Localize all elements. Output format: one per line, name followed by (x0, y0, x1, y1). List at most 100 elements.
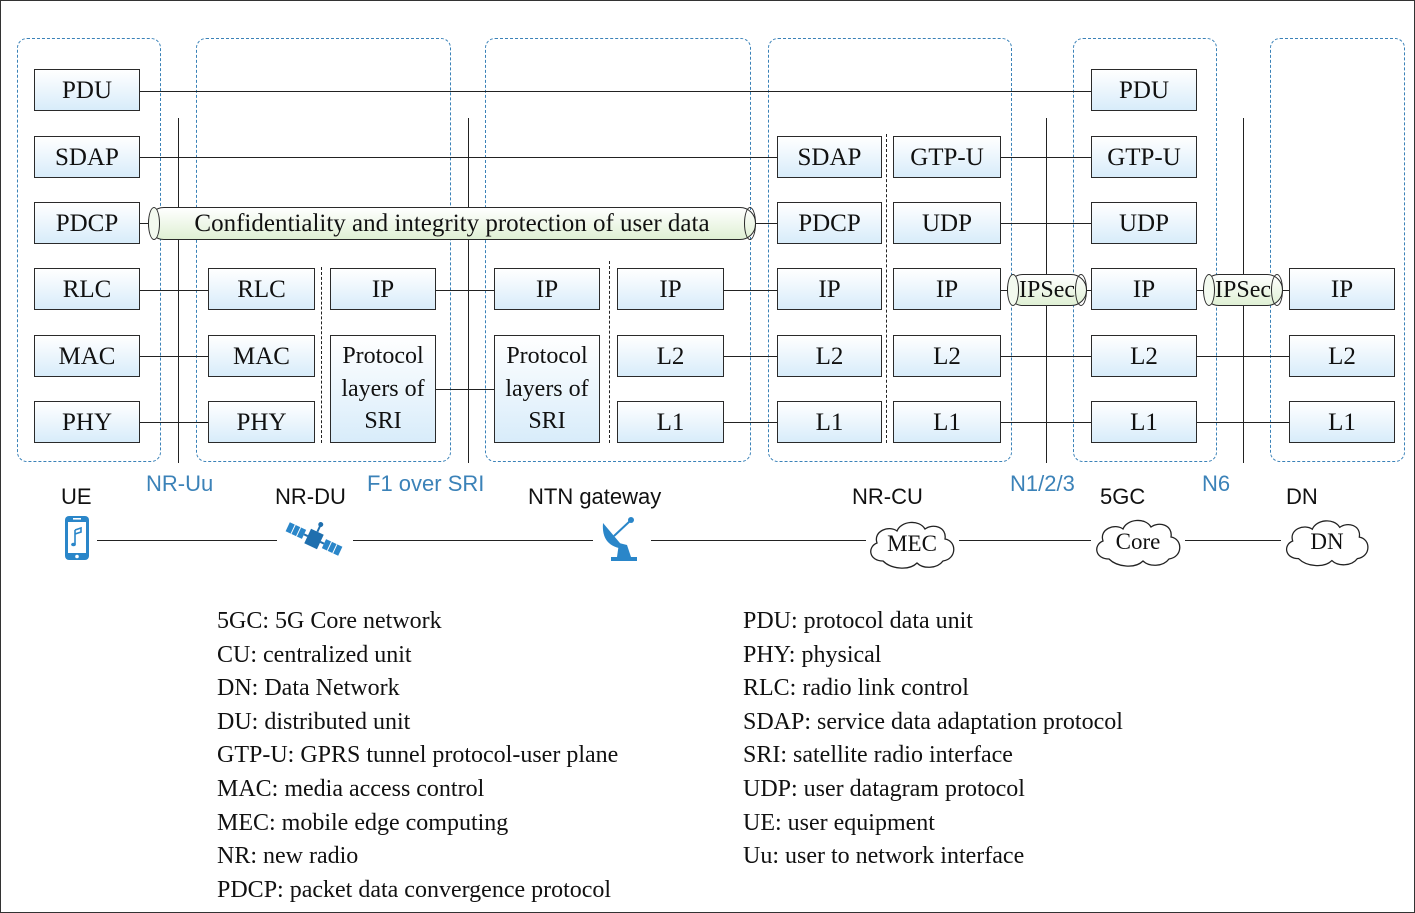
n123-label: N1/2/3 (1010, 471, 1075, 496)
link-mec-core (959, 540, 1091, 541)
l2-core-dn-line (1197, 356, 1289, 357)
ip-core-dn-line-b (1281, 290, 1289, 291)
smartphone-icon (65, 516, 89, 560)
ue-pdcp-layer: PDCP (34, 202, 140, 244)
dn-ip-layer: IP (1289, 268, 1395, 310)
ip-cu-core-line-b (1085, 290, 1091, 291)
dn-node-label: DN (1286, 484, 1318, 509)
fivegc-node-label: 5GC (1100, 484, 1146, 509)
n6-label: N6 (1202, 471, 1231, 496)
satellite-dish-icon (602, 517, 637, 561)
gw-ip-layer-right: IP (617, 268, 724, 310)
l1-gw-cu-line (724, 422, 778, 423)
core-l2-layer: L2 (1091, 335, 1197, 377)
cu-gtpu-layer: GTP-U (893, 136, 1001, 178)
core-cloud-label: Core (1115, 529, 1161, 554)
phy-peer-line (140, 422, 208, 423)
legend-item: PDU: protocol data unit (743, 608, 973, 634)
ip-du-gw-line (436, 290, 494, 291)
link-ue-du (97, 540, 277, 541)
nr-cu-separator (886, 134, 887, 443)
core-pdu-layer: PDU (1091, 69, 1197, 111)
cu-ip-layer-right: IP (893, 268, 1001, 310)
legend-item: SDAP: service data adaptation protocol (743, 708, 1123, 735)
ntn-gateway-node-label: NTN gateway (528, 484, 662, 509)
pdcp-peer-line-b (755, 223, 777, 224)
ipsec-tunnel-n3: IPSec (1007, 274, 1087, 306)
l2-cu-core-line (1001, 356, 1091, 357)
legend-item: PHY: physical (743, 641, 882, 668)
ue-rlc-layer: RLC (34, 268, 140, 310)
legend-item: DN: Data Network (217, 675, 400, 702)
legend-item: CU: centralized unit (217, 641, 412, 668)
mec-cloud-icon: MEC (863, 515, 961, 573)
legend-item: MAC: media access control (217, 775, 485, 802)
core-udp-layer: UDP (1091, 202, 1197, 244)
cu-l2-layer-left: L2 (777, 335, 882, 377)
du-rlc-layer: RLC (208, 268, 315, 310)
legend-right: PDU: protocol data unit PHY: physical RL… (743, 605, 1123, 874)
nr-du-group (196, 38, 451, 462)
ue-group (17, 38, 161, 462)
du-ip-layer: IP (330, 268, 436, 310)
dn-l1-layer: L1 (1289, 401, 1395, 443)
legend-item: UDP: user datagram protocol (743, 775, 1025, 802)
pdcp-peer-line-a (140, 223, 152, 224)
core-gtpu-layer: GTP-U (1091, 136, 1197, 178)
link-gw-mec (651, 540, 866, 541)
gw-l1-layer: L1 (617, 401, 724, 443)
cu-pdcp-layer: PDCP (777, 202, 882, 244)
udp-peer-line (1001, 223, 1091, 224)
cu-ip-layer-left: IP (777, 268, 882, 310)
cu-l2-layer-right: L2 (893, 335, 1001, 377)
ip-cu-core-line-a (1001, 290, 1009, 291)
ue-node-label: UE (61, 484, 92, 509)
legend-item: MEC: mobile edge computing (217, 809, 509, 836)
cu-l1-layer-left: L1 (777, 401, 882, 443)
legend-item: NR: new radio (217, 843, 359, 870)
l1-core-dn-line (1197, 422, 1289, 423)
l2-gw-cu-line (724, 356, 778, 357)
du-sri-layers: Protocol layers of SRI (330, 335, 436, 443)
ntn-gateway-separator (609, 261, 610, 443)
nr-uu-label: NR-Uu (146, 471, 214, 496)
legend-item: 5GC: 5G Core network (217, 608, 442, 634)
core-group (1073, 38, 1217, 462)
legend-item: PDCP: packet data convergence protocol (217, 876, 612, 903)
nr-cu-node-label: NR-CU (852, 484, 923, 509)
gw-sri-layers: Protocol layers of SRI (494, 335, 600, 443)
legend-item: RLC: radio link control (743, 675, 969, 702)
nr-du-node-label: NR-DU (275, 484, 346, 509)
ntn-gateway-group (485, 38, 751, 462)
cu-udp-layer: UDP (893, 202, 1001, 244)
ip-core-dn-line-a (1197, 290, 1205, 291)
ipsec-tunnel-n6: IPSec (1203, 274, 1283, 306)
rlc-peer-line (140, 290, 208, 291)
gtpu-peer-line (1001, 157, 1091, 158)
satellite-icon (285, 521, 343, 556)
nr-du-separator (321, 267, 322, 443)
f1-over-sri-label: F1 over SRI (367, 471, 485, 496)
ue-phy-layer: PHY (34, 401, 140, 443)
l1-cu-core-line (1001, 422, 1091, 423)
ue-sdap-layer: SDAP (34, 136, 140, 178)
link-core-dn (1185, 540, 1281, 541)
legend-item: Uu: user to network interface (743, 843, 1025, 870)
cu-sdap-layer: SDAP (777, 136, 882, 178)
dn-group (1270, 38, 1405, 462)
sri-peer-line (436, 389, 494, 390)
gw-ip-layer-left: IP (494, 268, 600, 310)
cu-l1-layer-right: L1 (893, 401, 1001, 443)
du-mac-layer: MAC (208, 335, 315, 377)
core-ip-layer: IP (1091, 268, 1197, 310)
user-data-protection-tunnel: Confidentiality and integrity protection… (148, 207, 756, 240)
dn-l2-layer: L2 (1289, 335, 1395, 377)
sdap-peer-line (140, 157, 777, 158)
core-l1-layer: L1 (1091, 401, 1197, 443)
mec-cloud-label: MEC (887, 531, 937, 556)
legend-left: 5GC: 5G Core network CU: centralized uni… (217, 605, 618, 907)
dn-cloud-icon: DN (1279, 513, 1375, 571)
pdu-peer-line (140, 91, 1091, 92)
legend-item: GTP-U: GPRS tunnel protocol-user plane (217, 742, 619, 769)
